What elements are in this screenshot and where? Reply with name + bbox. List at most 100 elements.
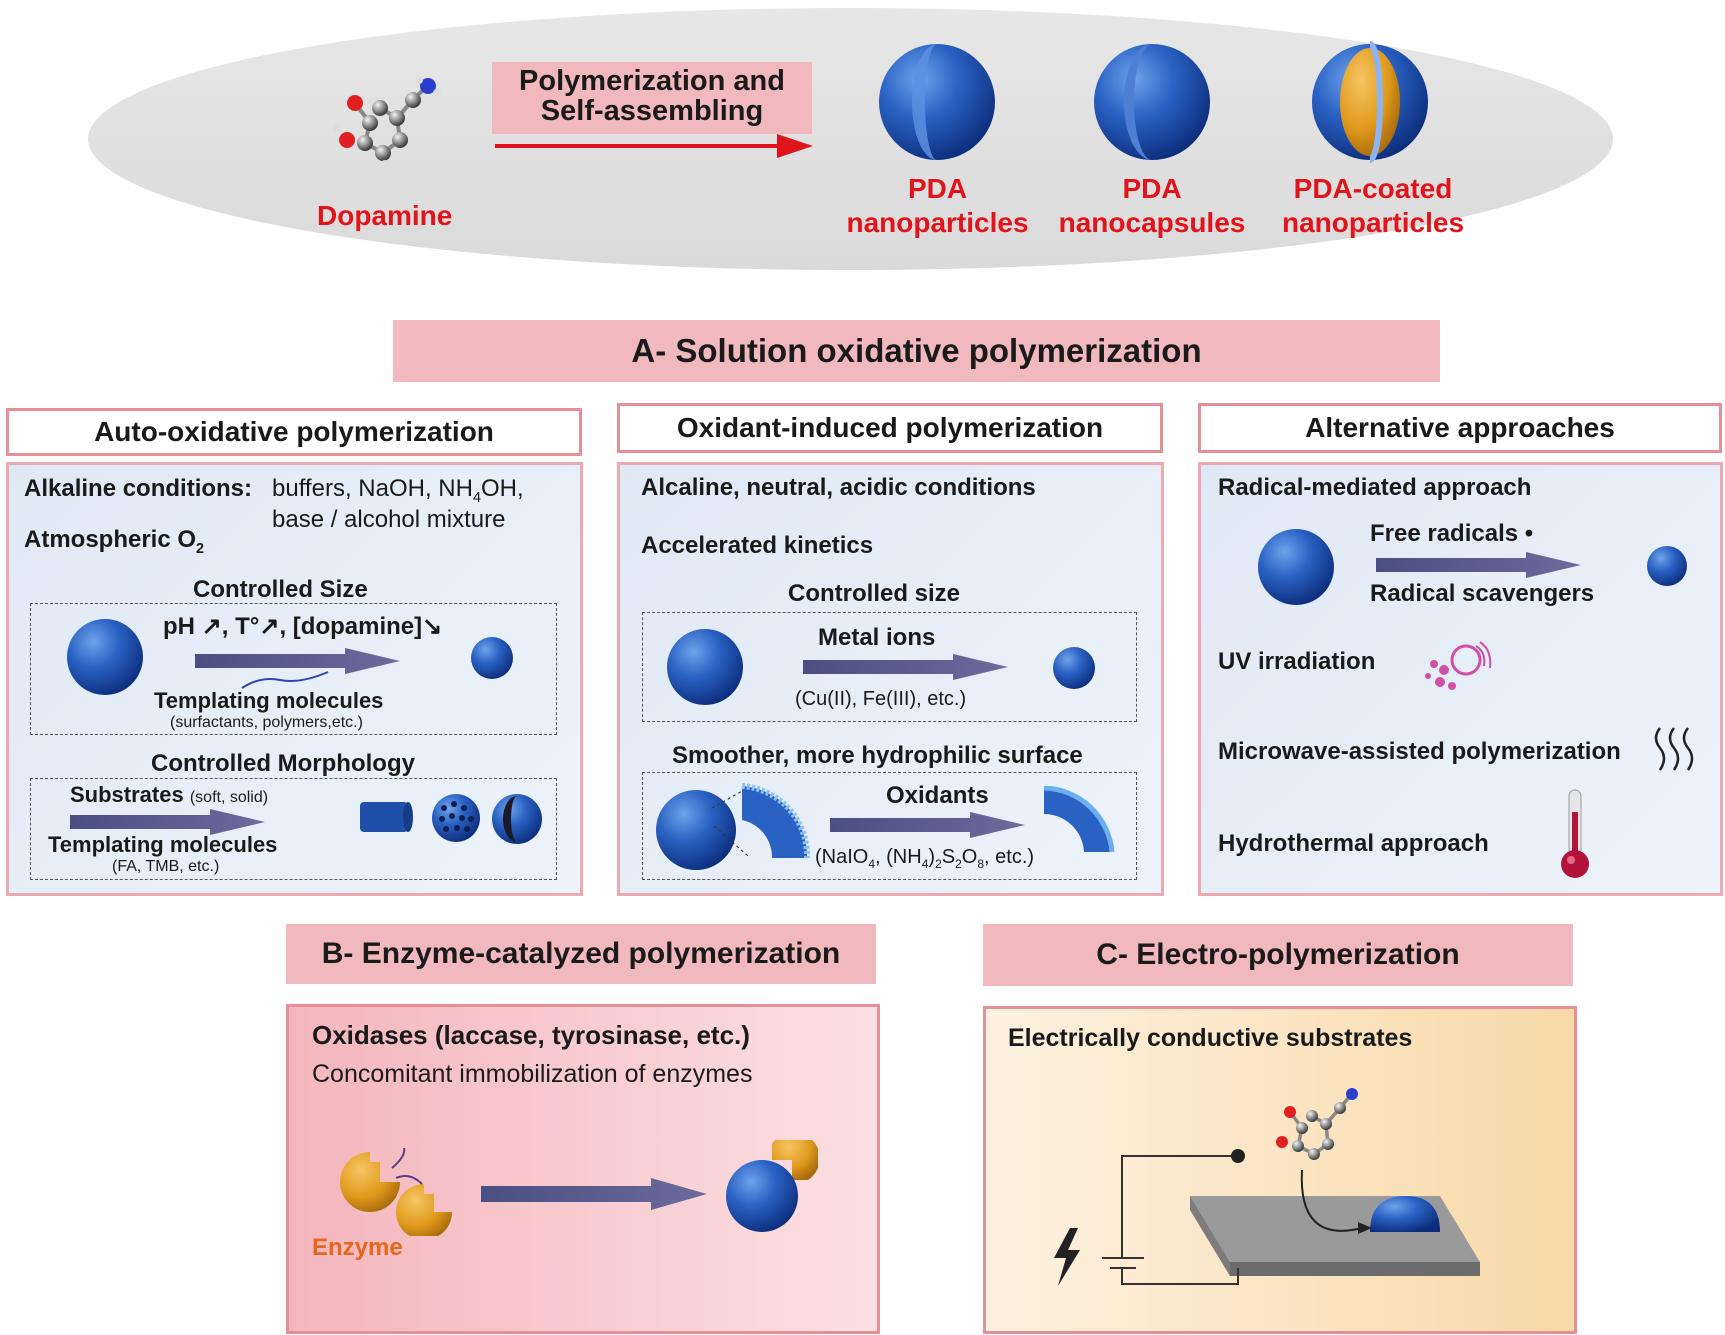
product-2-line1: PDA xyxy=(1122,173,1182,204)
rough-sphere-icon xyxy=(656,783,811,870)
ox-s2: 4 xyxy=(921,857,929,871)
substrates-line: Substrates (soft, solid) xyxy=(70,782,268,808)
oxidants-arrow-icon xyxy=(830,812,1025,838)
oxidant-size-box xyxy=(642,612,1137,722)
enzyme-coated-sphere-icon xyxy=(726,1140,818,1232)
pda-coated-nanoparticle-icon xyxy=(1312,41,1428,163)
ox-s1: 4 xyxy=(868,857,876,871)
smooth-shell-icon xyxy=(1043,786,1115,853)
controlled-size-label: Controlled Size xyxy=(193,576,368,603)
product-1-line2: nanoparticles xyxy=(846,207,1029,238)
product-3-line2: nanoparticles xyxy=(1281,207,1465,238)
controlled-size-box xyxy=(30,603,557,735)
atmospheric-sub: 2 xyxy=(196,540,205,557)
conductive-substrates: Electrically conductive substrates xyxy=(1008,1024,1413,1052)
substrates-label: Substrates xyxy=(70,782,184,807)
polymerization-label-box: Polymerization and Self-assembling xyxy=(492,62,812,134)
radical-large-sphere-icon xyxy=(1258,529,1334,605)
dopamine-molecule-icon xyxy=(333,76,441,168)
uv-light-icon xyxy=(1425,641,1492,690)
product-3-line1: PDA-coated xyxy=(1293,173,1453,204)
size-arrow-icon xyxy=(195,648,400,674)
electrochemical-cell-icon xyxy=(1054,1149,1480,1286)
alkaline-values-1a: buffers, NaOH, NH xyxy=(272,475,473,502)
controlled-morphology-box xyxy=(30,778,557,880)
enzyme-icon xyxy=(340,1148,452,1236)
accelerated-kinetics: Accelerated kinetics xyxy=(641,532,874,559)
porous-sphere-icon xyxy=(432,794,480,842)
small-sphere-icon xyxy=(471,637,513,679)
templating-molecules: Templating molecules xyxy=(154,688,384,713)
atmospheric-text: Atmospheric O xyxy=(24,526,197,553)
alkaline-values-1: buffers, NaOH, NH4OH, xyxy=(272,475,524,506)
hydrothermal-approach: Hydrothermal approach xyxy=(1218,830,1489,857)
alternative-approaches-title: Alternative approaches xyxy=(1198,403,1722,453)
product-label-3: PDA-coated nanoparticles xyxy=(1273,172,1473,240)
alkaline-values-2: base / alcohol mixture xyxy=(272,506,506,533)
ox-p6: , etc.) xyxy=(984,846,1035,868)
polymerization-line2: Self-assembling xyxy=(540,95,764,127)
ox-p3: ) xyxy=(928,846,936,868)
thermometer-icon xyxy=(1561,789,1589,878)
dopamine-label: Dopamine xyxy=(317,200,453,231)
morphology-arrow-icon xyxy=(70,809,265,835)
product-2-line2: nanocapsules xyxy=(1058,207,1246,238)
oxidant-surface-box xyxy=(642,772,1137,880)
oxidant-induced-title: Oxidant-induced polymerization xyxy=(617,403,1163,453)
templating-examples: (surfactants, polymers,etc.) xyxy=(170,714,363,731)
oxidant-examples: (NaIO4, (NH4)2S2O8, etc.) xyxy=(815,846,1034,871)
section-b-title: B- Enzyme-catalyzed polymerization xyxy=(286,924,876,984)
free-radicals: Free radicals • xyxy=(1370,520,1534,547)
polymerization-line1: Polymerization and xyxy=(519,65,785,97)
product-1-line1: PDA xyxy=(907,173,968,204)
metal-ions-label: Metal ions xyxy=(818,624,936,651)
templating-2-examples: (FA, TMB, etc.) xyxy=(112,858,220,875)
product-label-2: PDA nanocapsules xyxy=(1052,172,1252,240)
radical-scavengers: Radical scavengers xyxy=(1370,580,1595,607)
radical-approach: Radical-mediated approach xyxy=(1218,474,1532,501)
microwave-polymerization: Microwave-assisted polymerization xyxy=(1218,738,1621,765)
section-c-title: C- Electro-polymerization xyxy=(983,924,1573,986)
ox-p2: , (NH xyxy=(875,846,922,868)
ox-p5: O xyxy=(961,846,978,868)
section-a-title: A- Solution oxidative polymerization xyxy=(393,320,1440,382)
controlled-morphology-label: Controlled Morphology xyxy=(151,750,415,777)
ox-p1: (NaIO xyxy=(815,846,869,868)
polymerization-arrow-icon xyxy=(495,134,813,158)
pda-nanoparticle-icon xyxy=(879,44,995,160)
oxidant-large-sphere-icon xyxy=(667,629,743,705)
metal-examples: (Cu(II), Fe(III), etc.) xyxy=(795,688,967,710)
large-sphere-icon xyxy=(67,619,143,695)
electro-panel xyxy=(983,1006,1577,1334)
alkaline-label: Alkaline conditions: xyxy=(24,475,253,502)
alkaline-values-1sub: 4 xyxy=(472,489,481,506)
auto-oxidative-title: Auto-oxidative polymerization xyxy=(6,408,582,456)
hollow-sphere-icon xyxy=(492,794,542,844)
enzyme-arrow-icon xyxy=(481,1178,707,1210)
alkaline-conditions: Alkaline conditions: xyxy=(24,475,252,503)
oxidants-label: Oxidants xyxy=(886,782,989,809)
surface-label: Smoother, more hydrophilic surface xyxy=(672,742,1083,769)
immobilization-label: Concomitant immobilization of enzymes xyxy=(312,1060,753,1088)
oxidases-label: Oxidases (laccase, tyrosinase, etc.) xyxy=(312,1020,750,1050)
templating-molecules-2: Templating molecules xyxy=(48,832,278,857)
atmospheric-o2: Atmospheric O2 xyxy=(24,526,204,557)
alkaline-values-1b: OH, xyxy=(480,475,524,502)
size-conditions: pH ↗, T°↗, [dopamine]↘ xyxy=(163,613,443,640)
ox-s3: 2 xyxy=(935,857,942,871)
enzyme-label: Enzyme xyxy=(312,1234,403,1261)
metal-ions-arrow-icon xyxy=(803,654,1008,680)
ox-s5: 8 xyxy=(977,857,985,871)
substrates-examples: (soft, solid) xyxy=(189,789,269,806)
ox-p4: S xyxy=(941,846,956,868)
pda-nanocapsule-icon xyxy=(1094,44,1210,160)
radical-arrow-icon xyxy=(1376,552,1581,578)
oxidant-conditions: Alcaline, neutral, acidic conditions xyxy=(641,474,1036,501)
microwave-waves-icon xyxy=(1654,727,1694,771)
oxidant-small-sphere-icon xyxy=(1053,647,1095,689)
oxidant-controlled-size: Controlled size xyxy=(788,580,961,607)
ox-s4: 2 xyxy=(955,857,962,871)
dopamine-molecule-small-icon xyxy=(1276,1088,1358,1160)
cylinder-icon xyxy=(360,802,413,832)
squiggle-icon xyxy=(241,671,329,689)
